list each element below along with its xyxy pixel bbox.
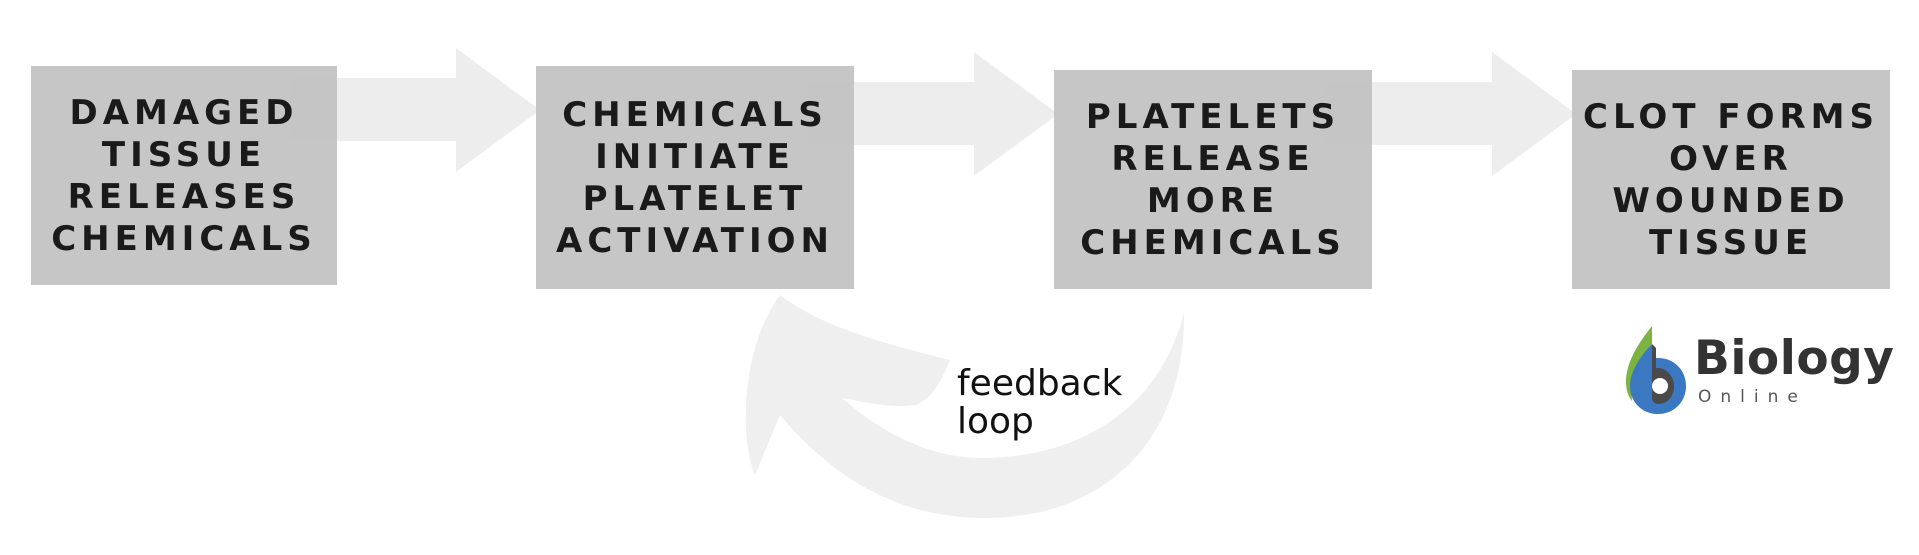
step-box-3: PLATELETS RELEASE MORE CHEMICALS	[1054, 70, 1372, 289]
step-label-2: CHEMICALS INITIATE PLATELET ACTIVATION	[556, 94, 834, 261]
step-label-4: CLOT FORMS OVER WOUNDED TISSUE	[1583, 96, 1879, 263]
feedback-loop-label: feedback loop	[957, 363, 1123, 442]
step-box-1: DAMAGED TISSUE RELEASES CHEMICALS	[31, 66, 337, 285]
step-box-2: CHEMICALS INITIATE PLATELET ACTIVATION	[536, 66, 854, 289]
arrow-right-1	[290, 48, 540, 172]
arrow-right-2	[808, 52, 1058, 176]
logo-subtitle: Online	[1698, 387, 1807, 407]
feedback-loop-arrow	[745, 295, 1185, 518]
step-label-3: PLATELETS RELEASE MORE CHEMICALS	[1080, 96, 1346, 263]
biology-online-logo: Biology Online	[1618, 324, 1895, 416]
step-label-1: DAMAGED TISSUE RELEASES CHEMICALS	[51, 92, 317, 259]
arrow-right-3	[1326, 52, 1576, 176]
logo-title: Biology	[1694, 331, 1895, 386]
step-box-4: CLOT FORMS OVER WOUNDED TISSUE	[1572, 70, 1890, 289]
logo-drop-icon	[1626, 326, 1686, 414]
